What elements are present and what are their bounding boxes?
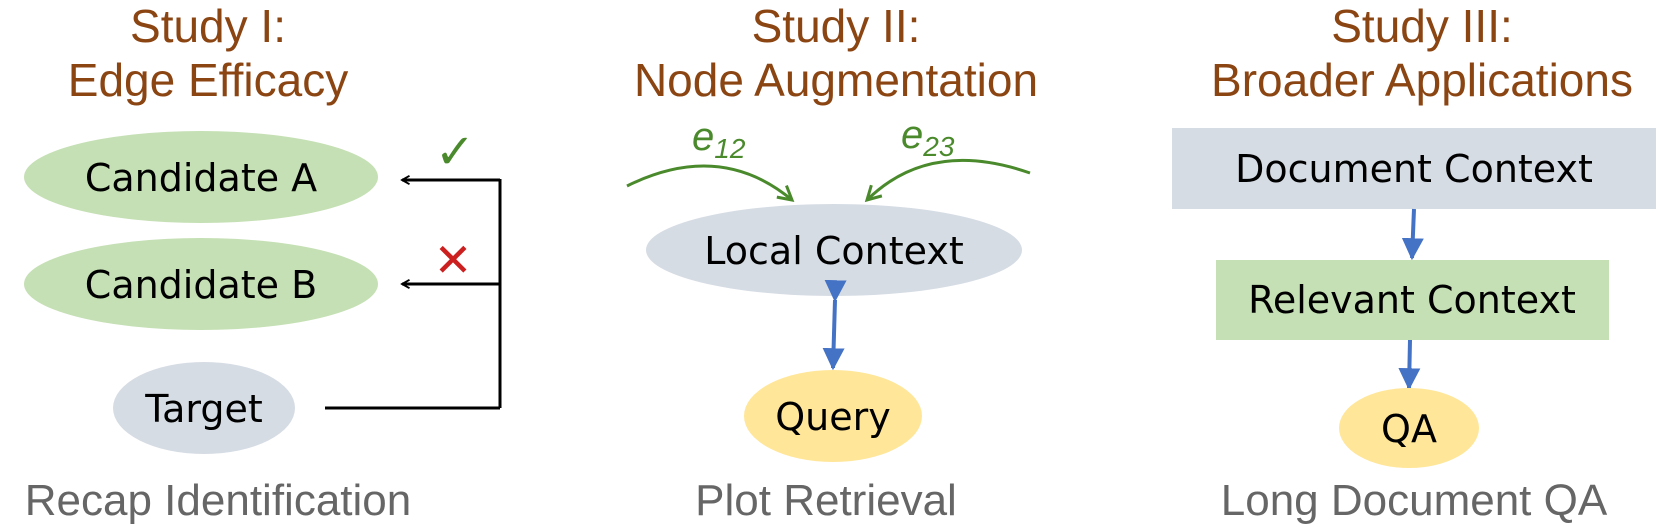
study-3-panel: Study III: Broader Applications Document…	[1172, 0, 1656, 525]
study-3-title-line1: Study III:	[1331, 0, 1513, 52]
candidate-b-label: Candidate B	[85, 263, 317, 307]
edge-e12-arrow	[626, 164, 792, 200]
qa-node: QA	[1339, 388, 1479, 468]
study-2-title-line2: Node Augmentation	[634, 54, 1038, 106]
candidate-a-label: Candidate A	[85, 156, 317, 200]
candidate-b-node: Candidate B	[24, 238, 378, 330]
candidate-a-node: Candidate A	[24, 131, 378, 223]
study-1-panel: Study I: Edge Efficacy Candidate A Candi…	[24, 0, 502, 525]
local-context-node: Local Context	[646, 204, 1022, 296]
document-to-relevant-arrow	[1401, 208, 1424, 261]
check-icon: ✓	[435, 124, 475, 180]
context-query-double-arrow	[822, 279, 847, 371]
study-2-title-line1: Study II:	[752, 0, 921, 52]
edge-label-e12: e12	[692, 115, 746, 164]
relevant-context-label: Relevant Context	[1248, 278, 1576, 322]
document-context-label: Document Context	[1235, 147, 1593, 191]
study-1-caption: Recap Identification	[25, 476, 411, 525]
study-3-caption: Long Document QA	[1221, 476, 1608, 525]
local-context-label: Local Context	[704, 229, 963, 273]
target-connector	[325, 179, 502, 410]
study-1-title-line2: Edge Efficacy	[68, 54, 348, 106]
target-node: Target	[113, 362, 295, 454]
cross-icon: ✕	[434, 233, 473, 287]
edge-e23-arrow	[867, 158, 1031, 200]
qa-label: QA	[1381, 407, 1437, 451]
study-3-title-line2: Broader Applications	[1211, 54, 1633, 106]
query-label: Query	[775, 395, 890, 439]
relevant-to-qa-arrow	[1398, 339, 1421, 391]
edge-label-e23: e23	[901, 113, 955, 162]
document-context-node: Document Context	[1172, 128, 1656, 209]
query-node: Query	[744, 370, 922, 462]
relevant-context-node: Relevant Context	[1216, 260, 1609, 340]
study-1-title-line1: Study I:	[130, 0, 286, 52]
study-2-caption: Plot Retrieval	[695, 476, 957, 525]
study-2-panel: Study II: Node Augmentation e12 e23 Loca…	[626, 0, 1038, 525]
target-label: Target	[144, 387, 263, 431]
